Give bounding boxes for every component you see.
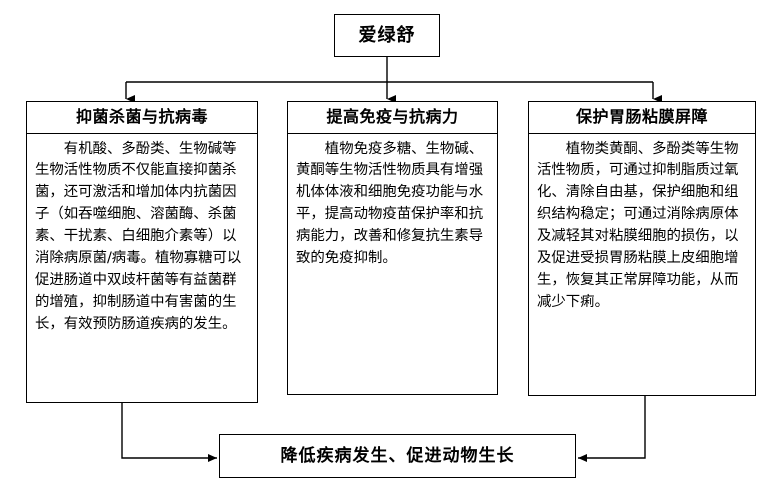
node-root-label: 爱绿舒: [358, 24, 416, 46]
node-outcome-label: 降低疾病发生、促进动物生长: [280, 445, 515, 466]
node-branch-0-body: 有机酸、多酚类、生物碱等生物活性物质不仅能直接抑菌杀菌，还可激活和增加体内抗菌因…: [35, 140, 242, 332]
node-branch-2-body: 植物类黄酮、多酚类等生物活性物质，可通过抑制脂质过氧化、清除自由基，保护细胞和组…: [537, 140, 739, 310]
edge-branch-0-to-outcome: [121, 403, 217, 462]
node-branch-0-header: 抑菌杀菌与抗病毒: [27, 102, 257, 134]
node-branch-2-header: 保护胃肠粘膜屏障: [529, 102, 755, 134]
node-branch-1-header: 提高免疫与抗病力: [288, 102, 497, 134]
node-branch-immunity[interactable]: 提高免疫与抗病力 植物免疫多糖、生物碱、黄酮等生物活性物质具有增强机体体液和细胞…: [287, 101, 498, 395]
node-branch-mucosal-barrier[interactable]: 保护胃肠粘膜屏障 植物类黄酮、多酚类等生物活性物质，可通过抑制脂质过氧化、清除自…: [528, 101, 756, 396]
node-branch-1-body: 植物免疫多糖、生物碱、黄酮等生物活性物质具有增强机体体液和细胞免疫功能与水平，提…: [296, 140, 484, 267]
node-outcome[interactable]: 降低疾病发生、促进动物生长: [219, 434, 576, 478]
edge-branch-2-to-outcome: [578, 396, 646, 462]
node-root[interactable]: 爱绿舒: [334, 14, 440, 57]
node-branch-antibacterial[interactable]: 抑菌杀菌与抗病毒 有机酸、多酚类、生物碱等生物活性物质不仅能直接抑菌杀菌，还可激…: [26, 101, 258, 403]
